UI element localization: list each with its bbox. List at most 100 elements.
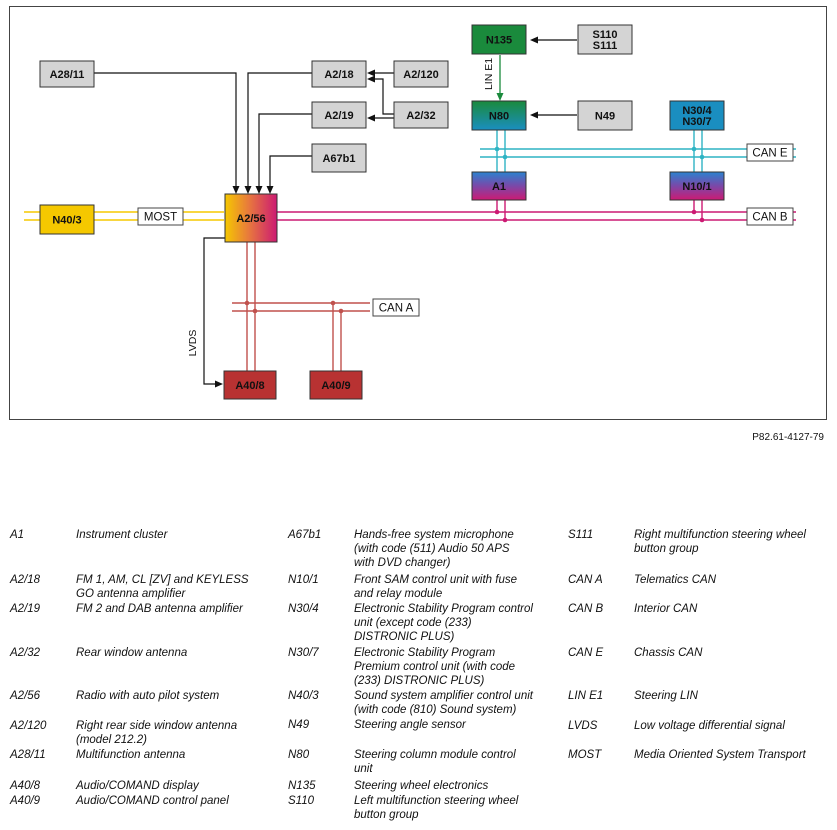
tag-can-b-label: CAN B [752, 212, 787, 224]
legend-description-line: Steering wheel electronics [354, 780, 489, 792]
legend-description-line: Audio/COMAND display [76, 780, 199, 792]
legend-description-line: (with code (511) Audio 50 APS [354, 543, 510, 555]
box-a40-8-label: A40/8 [235, 380, 264, 392]
box-a2-19-label: A2/19 [324, 110, 353, 122]
arrow-left-icon [530, 36, 538, 44]
a2-19-to-a2-56-line [258, 113, 312, 190]
arrow-down-icon [232, 186, 240, 194]
a28-11-to-a2-56-line [94, 72, 237, 190]
box-a67b1-label: A67b1 [322, 153, 355, 165]
legend-code: A40/9 [10, 795, 41, 807]
can-a-junction-dot [338, 308, 344, 314]
box-a2-32 [393, 101, 449, 129]
legend-description-line: (with code (810) Sound system) [354, 704, 517, 716]
legend-description: Left multifunction steering wheel button … [354, 794, 554, 822]
can-a-junction-dot [252, 308, 258, 314]
box-a67b1 [311, 143, 367, 173]
can-e-junction-dot [691, 146, 697, 152]
legend-description-line: Right rear side window antenna [76, 720, 238, 732]
arrow-down-icon [244, 186, 252, 194]
box-n30-label-0: N30/4 [682, 105, 712, 117]
box-a40-9-label: A40/9 [321, 380, 350, 392]
legend-description-line: button group [354, 809, 419, 821]
legend-description-line: FM 1, AM, CL [ZV] and KEYLESS [76, 574, 249, 586]
legend-description-line: (233) DISTRONIC PLUS) [354, 675, 485, 687]
lvds-label: LVDS [187, 330, 199, 357]
legend-description-line: Rear window antenna [76, 647, 188, 659]
legend-description: Chassis CAN [634, 646, 834, 660]
legend-description-line: Radio with auto pilot system [76, 690, 220, 702]
arrow-left-icon [367, 75, 375, 83]
can-e-junction-dot [494, 146, 500, 152]
legend-code: N80 [288, 749, 310, 761]
box-a1 [471, 171, 527, 201]
legend-code: CAN B [568, 603, 604, 615]
legend-description-line: unit [354, 763, 373, 775]
can-e-junction-dot [699, 154, 705, 160]
box-a2-18 [311, 60, 367, 88]
a2-32-to-a2-18-line [374, 78, 394, 115]
legend-description-line: DISTRONIC PLUS) [354, 631, 455, 643]
legend-description-line: Right multifunction steering wheel [634, 529, 806, 541]
box-a2-19 [311, 101, 367, 129]
legend-code: N40/3 [288, 690, 319, 702]
box-n49 [577, 100, 633, 131]
can-a-junction-dot [330, 300, 336, 306]
can-a-junction-dot [244, 300, 250, 306]
legend-description: Audio/COMAND control panel [76, 794, 276, 808]
legend-code: A28/11 [10, 749, 46, 761]
legend-description: Steering angle sensor [354, 718, 554, 732]
tag-can-e-label: CAN E [752, 148, 787, 160]
legend-description-line: Left multifunction steering wheel [354, 795, 519, 807]
legend-description: Interior CAN [634, 602, 834, 616]
legend-description-line: and relay module [354, 588, 443, 600]
box-n10-1 [669, 171, 725, 201]
legend-description: Instrument cluster [76, 528, 276, 542]
box-s110-s111-label-0: S110 [592, 29, 617, 41]
legend-code: N30/4 [288, 603, 319, 615]
legend-description: Right rear side window antenna(model 212… [76, 719, 276, 747]
box-n40-3 [39, 204, 95, 235]
lvds-line [203, 237, 225, 385]
legend-description-line: button group [634, 543, 699, 555]
legend-code: CAN E [568, 647, 604, 659]
legend-description-line: with DVD changer) [354, 557, 451, 569]
legend-description: Rear window antenna [76, 646, 276, 660]
legend-description-line: Electronic Stability Program [354, 647, 496, 659]
tag-can-e [746, 143, 794, 162]
legend-description: Hands-free system microphone (with code (… [354, 528, 554, 570]
can-b-junction-dot [502, 217, 508, 223]
legend-description: Low voltage differential signal [634, 719, 834, 733]
legend-description: Steering wheel electronics [354, 779, 554, 793]
box-a2-32-label: A2/32 [406, 110, 435, 122]
tag-can-a-label: CAN A [379, 303, 414, 315]
legend-description: Multifunction antenna [76, 748, 276, 762]
legend-code: N49 [288, 719, 310, 731]
can-b-junction-dot [494, 209, 500, 215]
legend-description-line: Chassis CAN [634, 647, 703, 659]
legend-description-line: Hands-free system microphone [354, 529, 514, 541]
a67b1-to-a2-56-line [269, 155, 312, 190]
legend-description: Radio with auto pilot system [76, 689, 276, 703]
legend-code: A2/18 [10, 574, 41, 586]
legend-description: Telematics CAN [634, 573, 834, 587]
legend-description: Media Oriented System Transport [634, 748, 834, 762]
box-a2-18-label: A2/18 [324, 69, 353, 81]
legend-description-line: Instrument cluster [76, 529, 168, 541]
legend-description-line: unit (except code (233) [354, 617, 472, 629]
box-n40-3-label: N40/3 [52, 215, 81, 227]
arrow-down-icon [266, 186, 274, 194]
box-a2-120-label: A2/120 [403, 69, 438, 81]
legend-description-line: Steering angle sensor [354, 719, 466, 731]
legend-code: A1 [10, 529, 25, 541]
legend-code: N10/1 [288, 574, 319, 586]
box-s110-s111-label-1: S111 [593, 40, 617, 52]
box-n80 [471, 100, 527, 131]
legend-description: Right multifunction steering wheel button… [634, 528, 834, 556]
box-a40-9 [309, 370, 363, 400]
box-s110-s111 [577, 24, 633, 55]
